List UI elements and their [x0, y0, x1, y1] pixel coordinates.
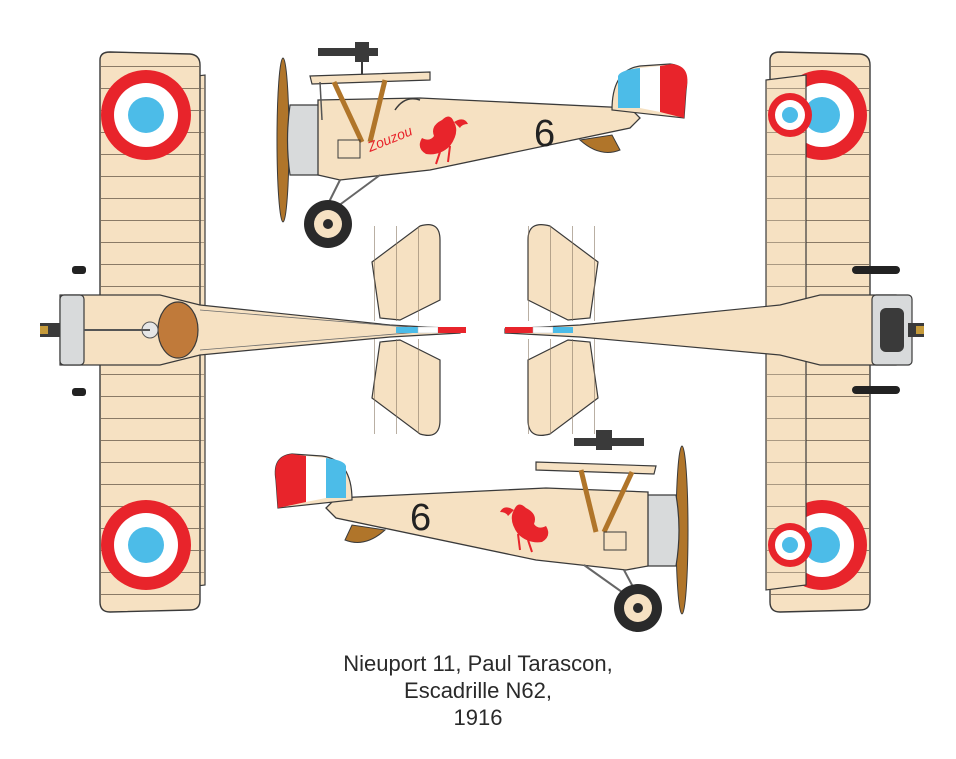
roundel: [101, 70, 191, 160]
aircraft-number: 6: [410, 497, 431, 539]
starboard-side-view: 6: [274, 430, 689, 632]
fuselage: [317, 97, 641, 181]
roundel: [768, 93, 812, 137]
fuselage: [325, 487, 649, 571]
rooster-icon: [419, 116, 468, 165]
roundel: [768, 523, 812, 567]
top-view: [40, 51, 466, 613]
caption-line-2: Escadrille N62,: [404, 678, 552, 703]
roundel: [101, 500, 191, 590]
cowling: [59, 294, 85, 366]
rooster-icon: [500, 504, 549, 553]
cockpit: [157, 301, 199, 359]
aircraft-number: 6: [534, 113, 555, 155]
port-side-view: Zouzou 6: [276, 42, 688, 248]
caption-line-1: Nieuport 11, Paul Tarascon,: [343, 651, 613, 676]
caption-line-3: 1916: [453, 705, 503, 730]
bottom-view: [504, 51, 924, 613]
machine-gun: [318, 48, 378, 56]
